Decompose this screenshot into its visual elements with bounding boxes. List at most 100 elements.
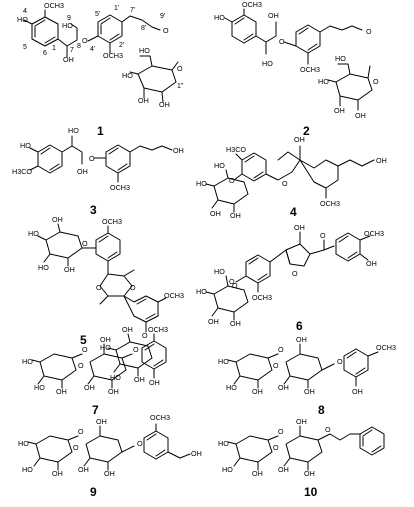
- svg-text:OCH3: OCH3: [364, 229, 384, 238]
- svg-text:OH: OH: [304, 469, 315, 478]
- svg-text:OH: OH: [366, 259, 377, 268]
- svg-text:H3CO: H3CO: [12, 167, 32, 176]
- structure-compound-7: OCH3 O O O HO OH HO OH OH OH OH 7: [22, 325, 168, 417]
- svg-text:OCH3: OCH3: [102, 217, 122, 226]
- svg-text:OH: OH: [208, 317, 219, 326]
- svg-text:OCH3: OCH3: [300, 65, 320, 74]
- svg-text:OH: OH: [230, 319, 241, 328]
- svg-text:OCH3: OCH3: [252, 293, 272, 302]
- svg-text:O: O: [82, 345, 88, 354]
- compound-label-6: 6: [296, 319, 303, 333]
- svg-text:HO: HO: [218, 439, 229, 448]
- svg-text:OCH3: OCH3: [150, 413, 170, 422]
- svg-text:OH: OH: [334, 106, 345, 115]
- structure-compound-10: O O O HO OH HO OH OH OH 10: [218, 417, 385, 499]
- compound-label-8: 8: [318, 403, 325, 417]
- svg-text:HO: HO: [62, 21, 73, 30]
- sugar-ring-8a: [235, 353, 273, 381]
- svg-text:HO: HO: [38, 263, 49, 272]
- svg-text:O: O: [325, 425, 331, 434]
- svg-text:HO: HO: [196, 179, 207, 188]
- svg-text:2': 2': [119, 42, 124, 49]
- svg-text:HO: HO: [218, 357, 229, 366]
- svg-text:O: O: [78, 427, 84, 436]
- svg-text:HO: HO: [214, 161, 225, 170]
- svg-text:4': 4': [90, 46, 95, 53]
- svg-text:O: O: [96, 283, 102, 292]
- svg-text:7: 7: [70, 47, 74, 54]
- svg-text:OH: OH: [78, 465, 89, 474]
- svg-text:OH: OH: [52, 469, 63, 478]
- svg-text:HO: HO: [318, 77, 329, 86]
- svg-text:OH: OH: [191, 449, 202, 458]
- svg-text:OH: OH: [296, 335, 307, 344]
- svg-text:OH: OH: [376, 156, 387, 165]
- structure-compound-6: OH O OCH3 OH O OCH3 HO OH HO OH O O 6: [196, 223, 384, 333]
- ring-6a: [335, 232, 361, 262]
- compound-label-1: 1: [97, 124, 104, 138]
- svg-text:OH: OH: [296, 417, 307, 426]
- svg-text:OH: OH: [159, 100, 170, 109]
- svg-text:HO: HO: [122, 71, 133, 80]
- svg-text:O: O: [73, 443, 79, 452]
- benzofuran-ring: [299, 159, 339, 189]
- svg-text:OH: OH: [134, 375, 145, 384]
- compound-label-2: 2: [303, 124, 310, 138]
- svg-text:OH: OH: [64, 265, 75, 274]
- svg-text:OH: OH: [294, 135, 305, 144]
- svg-text:OCH3: OCH3: [44, 1, 64, 10]
- svg-text:HO: HO: [22, 357, 33, 366]
- svg-text:OH: OH: [173, 146, 184, 155]
- svg-text:HO: HO: [262, 59, 273, 68]
- svg-text:HO: HO: [139, 46, 150, 55]
- svg-text:HO: HO: [100, 343, 111, 352]
- svg-text:OH: OH: [149, 378, 160, 387]
- svg-text:OH: OH: [252, 387, 263, 396]
- ring-5a: [95, 232, 121, 262]
- svg-text:9': 9': [160, 13, 165, 20]
- structure-compound-9: OCH3 O O O HO OH HO OH OH OH OH 9: [18, 413, 202, 499]
- svg-text:O: O: [278, 427, 284, 436]
- svg-text:HO: HO: [226, 383, 237, 392]
- ring-2a: [231, 14, 257, 44]
- svg-text:OH: OH: [108, 387, 119, 396]
- svg-text:HO: HO: [28, 229, 39, 238]
- svg-text:HO: HO: [214, 13, 225, 22]
- svg-text:O: O: [229, 277, 235, 286]
- svg-text:OH: OH: [56, 387, 67, 396]
- svg-text:OH: OH: [210, 209, 221, 218]
- sugar-ring-9a: [35, 435, 73, 463]
- svg-text:4: 4: [23, 6, 27, 15]
- ring-8a: [343, 348, 369, 378]
- svg-text:HO: HO: [214, 267, 225, 276]
- glucose-ring-5a: [45, 231, 83, 259]
- svg-text:OH: OH: [52, 215, 63, 224]
- svg-text:O: O: [273, 443, 279, 452]
- svg-text:OH: OH: [77, 167, 88, 176]
- svg-text:O: O: [373, 77, 379, 86]
- sugar-ring-10b: [285, 435, 323, 463]
- svg-text:OH: OH: [268, 11, 279, 20]
- svg-text:H3CO: H3CO: [226, 145, 246, 154]
- svg-text:HO: HO: [68, 126, 79, 135]
- svg-text:HO: HO: [222, 465, 233, 474]
- glucose-ring-6: [213, 285, 249, 313]
- svg-text:O: O: [177, 64, 183, 73]
- ring-1b: [97, 14, 123, 44]
- svg-text:O: O: [292, 269, 298, 278]
- svg-text:O: O: [82, 239, 88, 248]
- svg-text:OH: OH: [230, 211, 241, 220]
- ring-3a: [37, 144, 63, 174]
- svg-text:OCH3: OCH3: [376, 343, 396, 352]
- svg-text:O: O: [142, 331, 148, 340]
- structure-compound-4: H3CO OH O O OH HO OH HO OCH3 OH 4: [196, 135, 387, 220]
- structure-compound-8: OCH3 O O O HO OH HO OH OH OH OH 8: [218, 335, 396, 417]
- ring-1a: [31, 16, 59, 47]
- sugar-ring-8b: [285, 353, 323, 381]
- ring-2b: [295, 24, 321, 54]
- ring-3b: [105, 144, 131, 174]
- svg-text:8: 8: [77, 43, 81, 50]
- ring-6b: [245, 254, 271, 284]
